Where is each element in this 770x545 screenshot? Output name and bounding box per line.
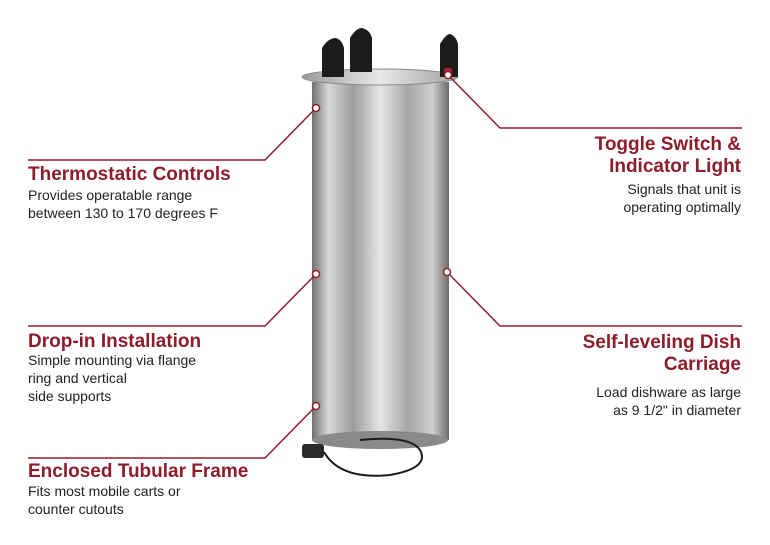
drop-in-installation-desc: Simple mounting via flange ring and vert…	[28, 351, 196, 405]
callout-lines	[28, 74, 742, 459]
desc-line: Signals that unit is	[627, 181, 741, 197]
desc-line: Fits most mobile carts or	[28, 483, 181, 499]
callout-dots	[311, 70, 453, 411]
title-line: Indicator Light	[609, 156, 741, 177]
desc-line: Load dishware as large	[596, 384, 741, 400]
title-line: Self-leveling Dish	[582, 332, 741, 353]
power-cord	[302, 437, 423, 477]
desc-line: Provides operatable range	[28, 187, 193, 203]
desc-line: counter cutouts	[28, 501, 124, 517]
self-leveling-title: Self-leveling Dish Carriage	[583, 332, 741, 376]
desc-line: operating optimally	[623, 199, 741, 215]
self-leveling-desc: Load dishware as large as 9 1/2" in diam…	[596, 383, 741, 419]
enclosed-frame-title: Enclosed Tubular Frame	[28, 461, 249, 482]
drop-in-installation-title: Drop-in Installation	[28, 331, 202, 352]
desc-line: side supports	[28, 388, 112, 404]
desc-line: as 9 1/2" in diameter	[613, 402, 741, 418]
thermostatic-controls-title: Thermostatic Controls	[28, 164, 231, 185]
desc-line: between 130 to 170 degrees F	[28, 205, 218, 221]
desc-line: ring and vertical	[28, 370, 127, 386]
title-line: Toggle Switch &	[594, 134, 741, 155]
desc-line: Simple mounting via flange	[28, 352, 197, 368]
cylinder-body	[312, 82, 449, 449]
thermostatic-controls-desc: Provides operatable range between 130 to…	[28, 186, 218, 222]
toggle-switch-title: Toggle Switch & Indicator Light	[595, 134, 741, 178]
toggle-switch-desc: Signals that unit is operating optimally	[623, 180, 741, 216]
title-line: Carriage	[663, 354, 741, 375]
enclosed-frame-desc: Fits most mobile carts or counter cutout…	[28, 482, 180, 518]
